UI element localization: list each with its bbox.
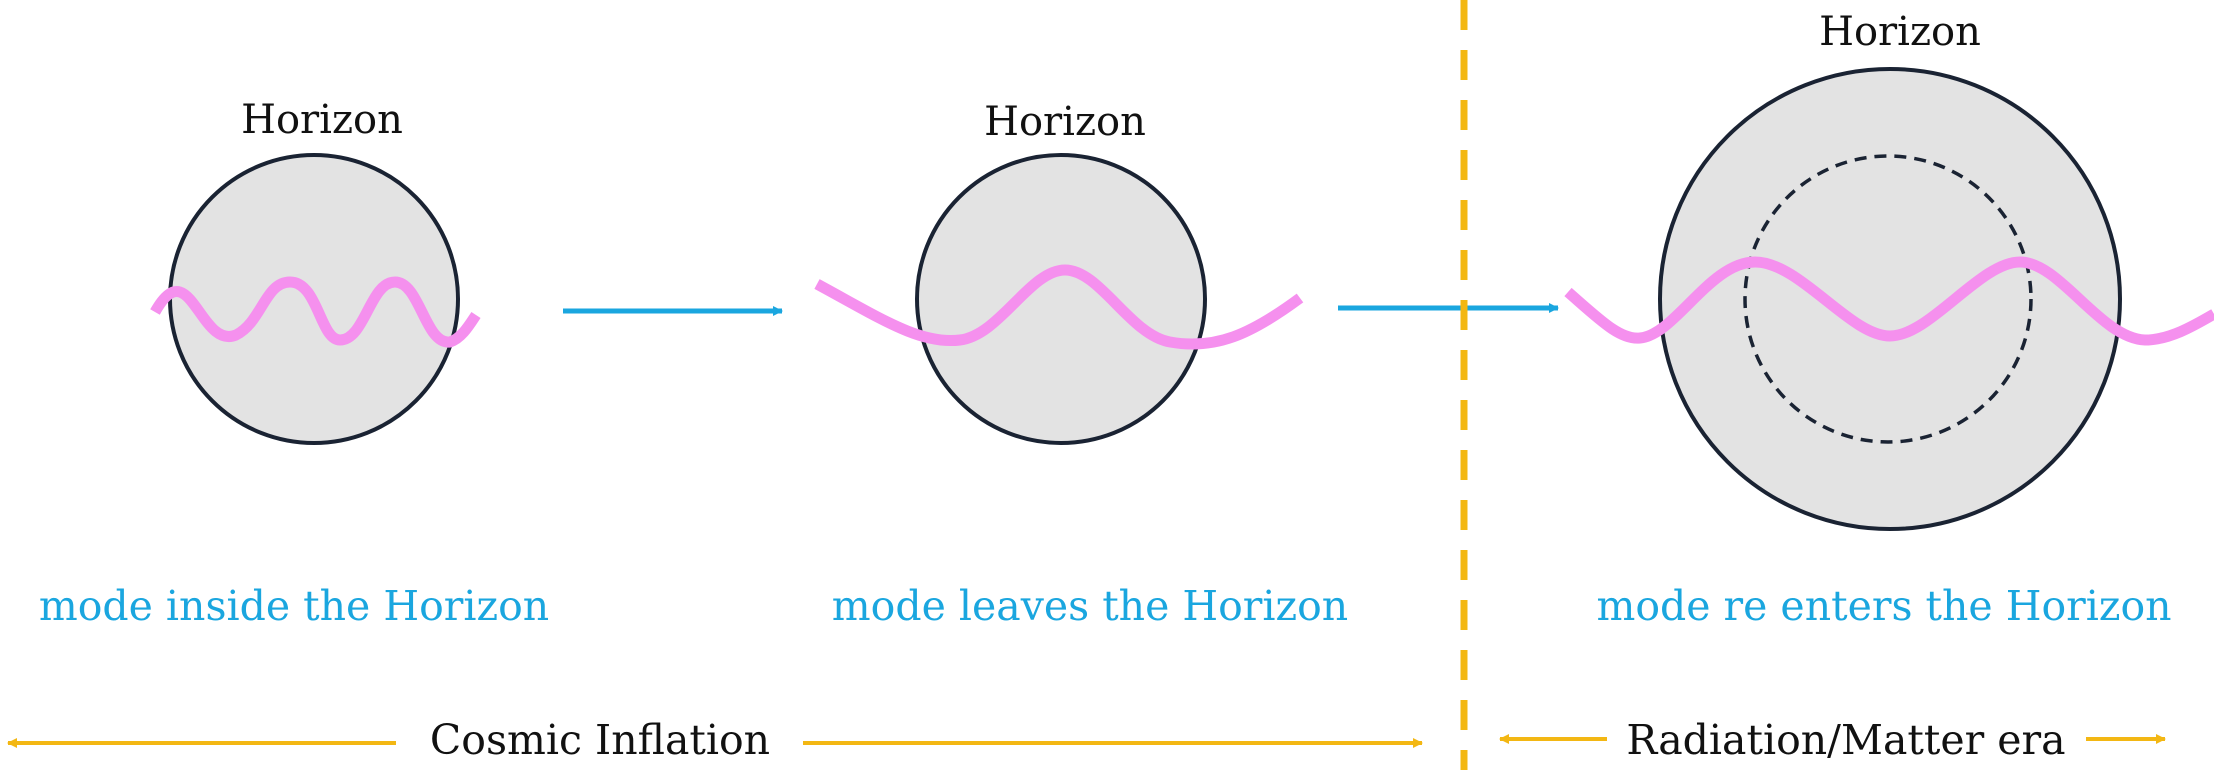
mode-wave <box>814 264 1304 350</box>
mode-caption: mode inside the Horizon <box>39 582 549 630</box>
earlier-horizon-dashed <box>1743 154 2033 444</box>
horizon-label: Horizon <box>1819 9 1981 55</box>
era-timeline: Cosmic Inflation Radiation/Matter era <box>7 716 2166 764</box>
stage-inside: Horizon mode inside the Horizon <box>39 97 549 630</box>
horizon-label: Horizon <box>241 97 403 143</box>
inflation-era-label: Cosmic Inflation <box>430 716 770 764</box>
mode-wave <box>150 276 481 348</box>
stage-reenters: Horizon mode re enters the Horizon <box>1564 9 2214 630</box>
horizon-label: Horizon <box>984 99 1146 145</box>
mode-caption: mode re enters the Horizon <box>1596 582 2171 630</box>
horizon-circle <box>915 153 1207 445</box>
stage-leaves: Horizon mode leaves the Horizon <box>814 99 1348 630</box>
mode-caption: mode leaves the Horizon <box>832 582 1348 630</box>
horizon-circle <box>1658 67 2122 531</box>
radiation-matter-era-label: Radiation/Matter era <box>1626 716 2065 764</box>
mode-wave <box>1564 256 2214 346</box>
